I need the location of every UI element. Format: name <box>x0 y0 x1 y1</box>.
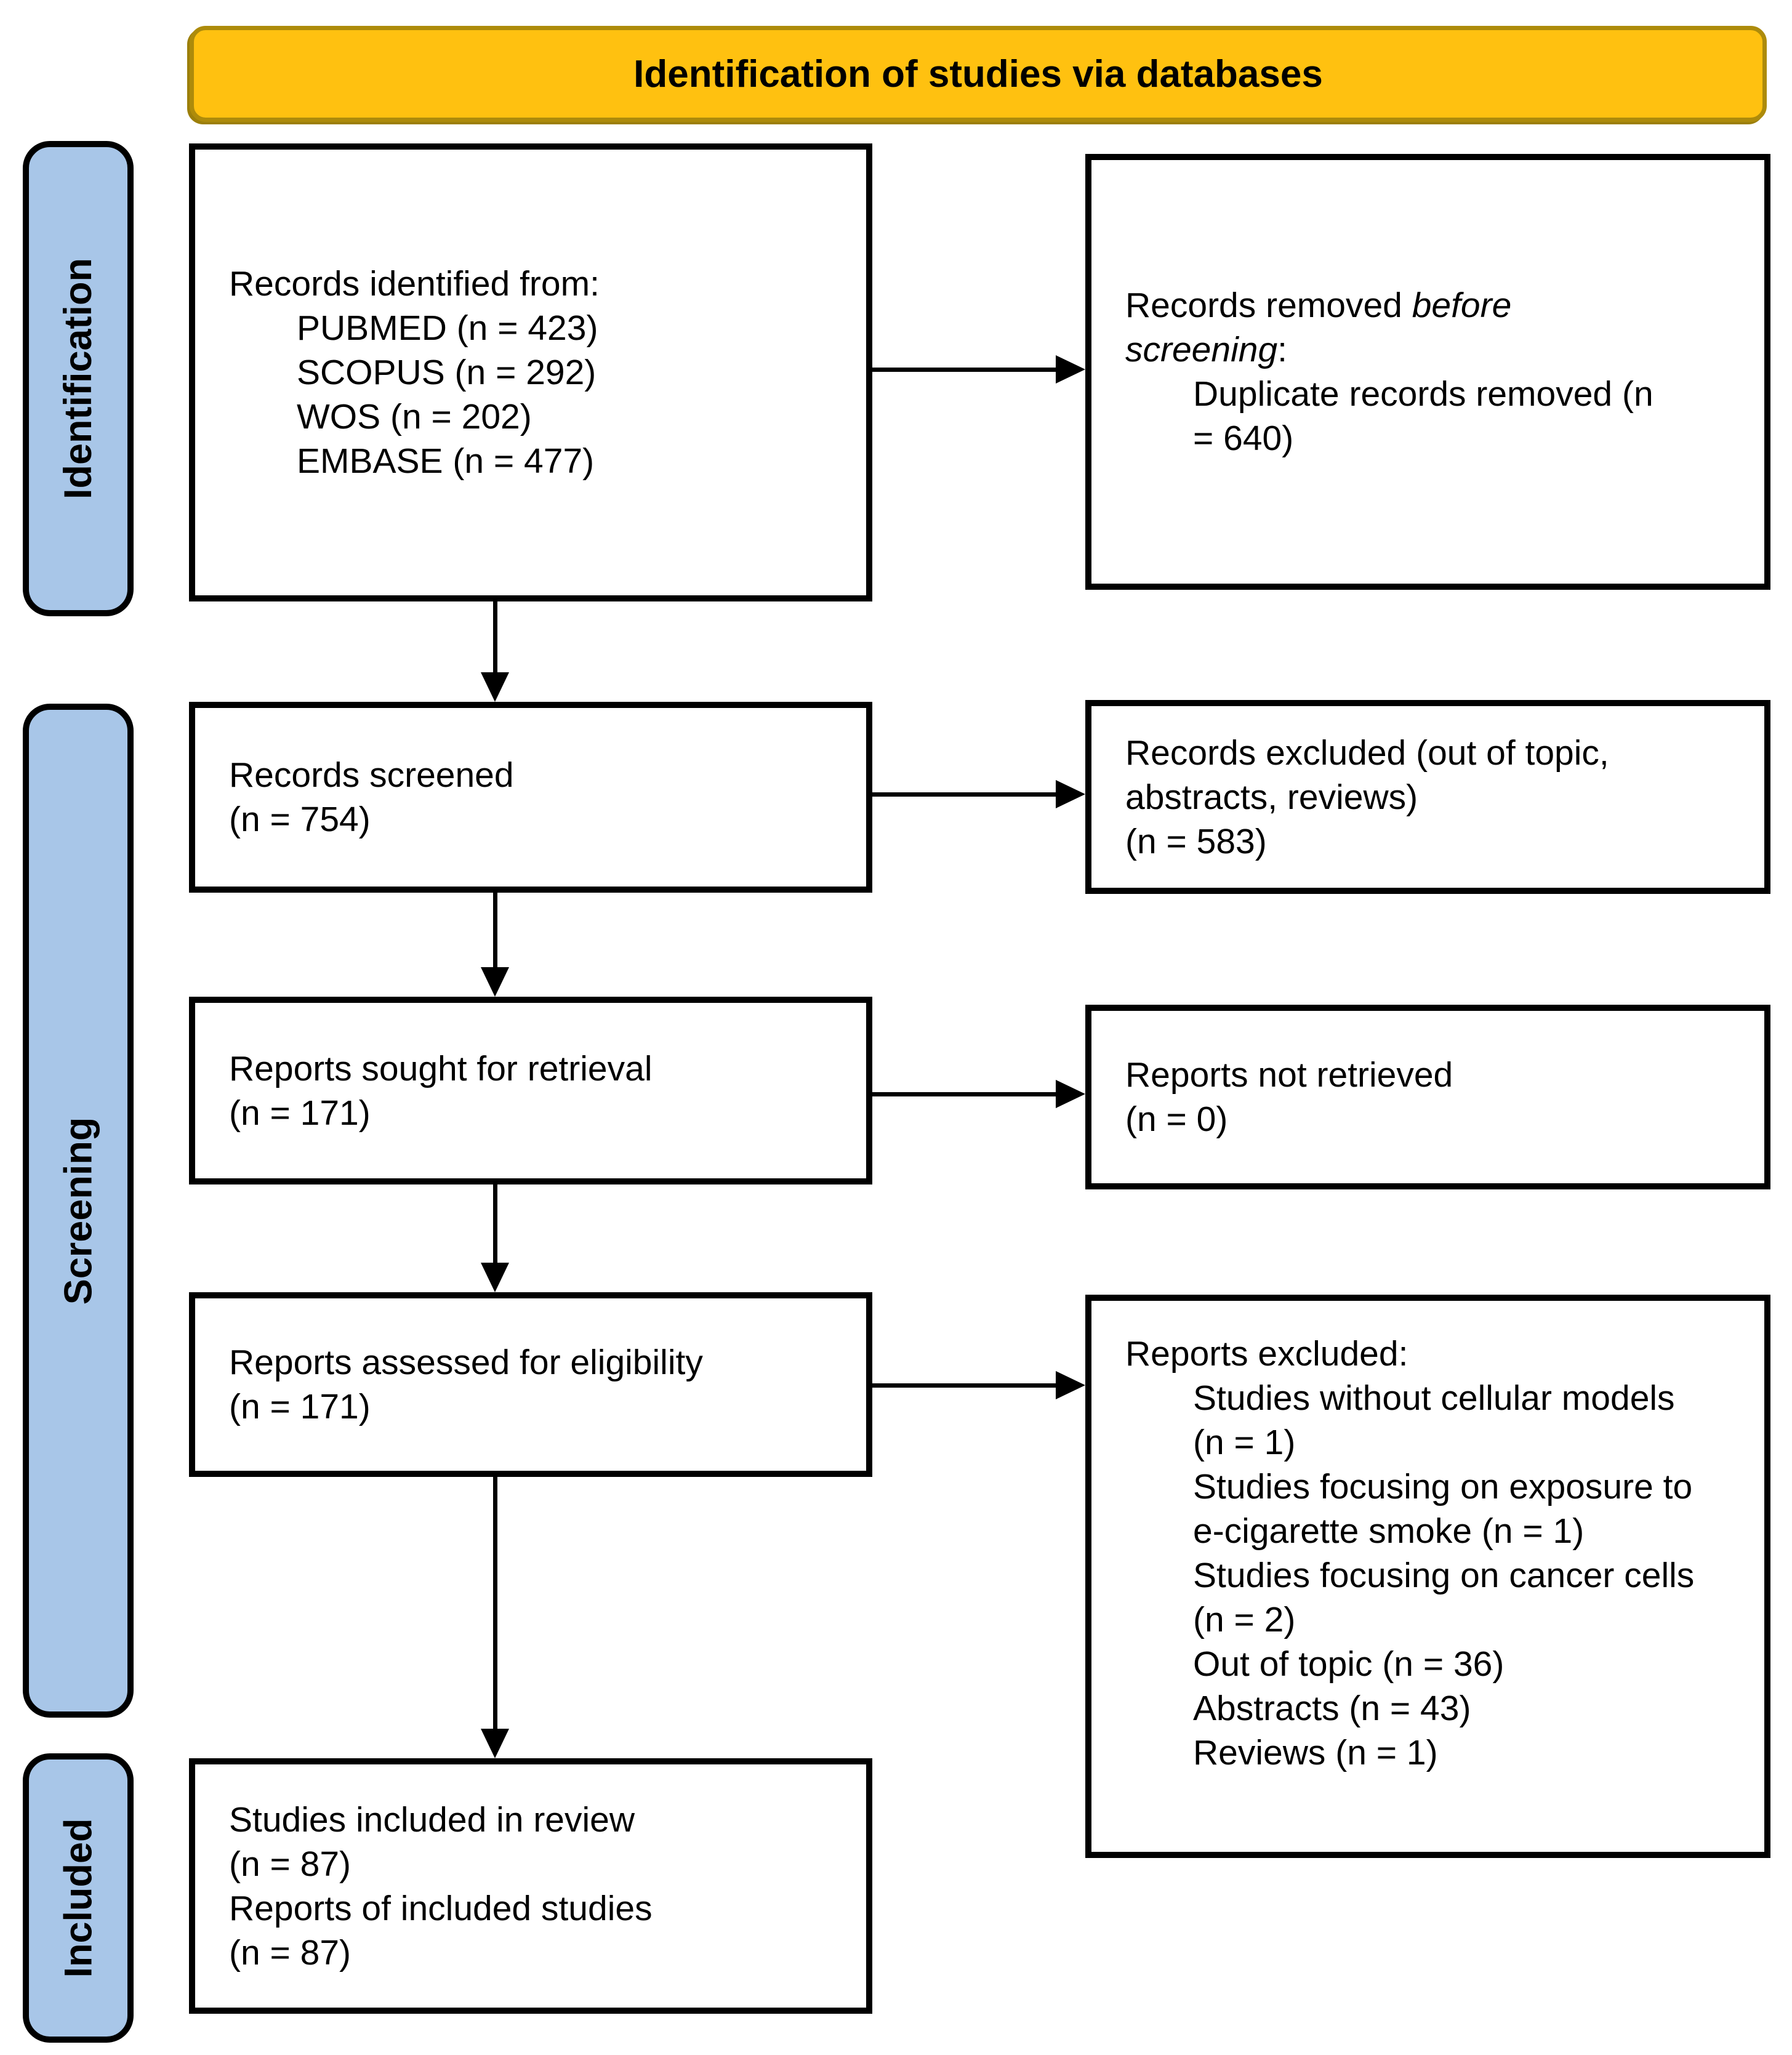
arrow-head-right-icon <box>1056 1371 1085 1399</box>
stage-label-text: Included <box>57 1818 100 1978</box>
box-intro: Reports excluded: <box>1125 1334 1408 1373</box>
arrow-head-right-icon <box>1056 355 1085 384</box>
box-label: Records excluded (out of topic, abstract… <box>1125 733 1609 817</box>
stage-label-text: Screening <box>57 1117 100 1305</box>
box-label: Reports assessed for eligibility <box>229 1343 703 1382</box>
arrow-line <box>872 368 1057 372</box>
box-records-screened: Records screened (n = 754) <box>189 702 872 893</box>
box-count: (n = 171) <box>229 1387 371 1426</box>
box-records-identified: Records identified from: PUBMED (n = 423… <box>189 143 872 601</box>
box-studies-included-in-review: Studies included in review (n = 87) Repo… <box>189 1758 872 2014</box>
box-reports-excluded: Reports excluded: Studies without cellul… <box>1085 1295 1770 1858</box>
arrow-head-down-icon <box>481 967 509 997</box>
arrow-head-down-icon <box>481 1729 509 1758</box>
box-count: (n = 171) <box>229 1093 371 1133</box>
list-item: Studies without cellular models (n = 1) <box>1193 1378 1675 1462</box>
box-label: Reports of included studies <box>229 1888 653 1928</box>
arrow-head-down-icon <box>481 1263 509 1292</box>
arrow-head-down-icon <box>481 672 509 702</box>
box-reports-not-retrieved: Reports not retrieved (n = 0) <box>1085 1005 1770 1189</box>
arrow-line <box>872 792 1057 797</box>
stage-label-identification: Identification <box>23 141 134 616</box>
diagram-title: Identification of studies via databases <box>633 52 1323 95</box>
stage-label-included: Included <box>23 1753 134 2043</box>
arrow-line <box>872 1092 1057 1096</box>
box-label: Studies included in review <box>229 1800 635 1840</box>
arrow-head-right-icon <box>1056 780 1085 808</box>
list-item: Abstracts (n = 43) <box>1193 1689 1471 1728</box>
box-reports-assessed-for-eligibility: Reports assessed for eligibility (n = 17… <box>189 1292 872 1477</box>
list-item: Out of topic (n = 36) <box>1193 1644 1505 1684</box>
header-banner: Identification of studies via databases <box>190 26 1767 122</box>
list-item: Studies focusing on cancer cells (n = 2) <box>1193 1556 1695 1639</box>
box-records-excluded: Records excluded (out of topic, abstract… <box>1085 700 1770 894</box>
box-intro: Records removed before screening: <box>1125 283 1618 372</box>
intro-colon: : <box>1277 330 1287 369</box>
arrow-line <box>493 893 497 968</box>
list-item: Reviews (n = 1) <box>1193 1733 1438 1772</box>
box-label: Records screened <box>229 755 514 795</box>
box-count: (n = 583) <box>1125 821 1267 861</box>
arrow-line <box>872 1383 1057 1388</box>
box-count: (n = 87) <box>229 1932 352 1973</box>
arrow-line <box>493 601 497 674</box>
box-records-removed-before-screening: Records removed before screening: Duplic… <box>1085 154 1770 590</box>
box-count: (n = 754) <box>229 800 371 839</box>
list-item: Studies focusing on exposure to e-cigare… <box>1193 1467 1693 1551</box>
list-item: WOS (n = 202) <box>297 397 532 436</box>
box-reports-sought-for-retrieval: Reports sought for retrieval (n = 171) <box>189 997 872 1184</box>
box-label: Reports sought for retrieval <box>229 1048 653 1088</box>
intro-text: Records removed <box>1125 286 1412 325</box>
list-item: PUBMED (n = 423) <box>297 308 598 348</box>
list-item: SCOPUS (n = 292) <box>297 353 597 392</box>
box-count: (n = 87) <box>229 1844 352 1884</box>
list-item: EMBASE (n = 477) <box>297 441 595 481</box>
stage-label-text: Identification <box>57 258 100 499</box>
arrow-line <box>493 1184 497 1264</box>
box-intro: Records identified from: <box>229 264 600 304</box>
arrow-line <box>493 1477 497 1730</box>
box-label: Reports not retrieved <box>1125 1055 1453 1095</box>
box-count: (n = 0) <box>1125 1100 1228 1139</box>
intro-italic-text: before screening <box>1125 286 1512 369</box>
stage-label-screening: Screening <box>23 704 134 1718</box>
arrow-head-right-icon <box>1056 1080 1085 1108</box>
list-item: Duplicate records removed (n = 640) <box>1193 374 1653 458</box>
